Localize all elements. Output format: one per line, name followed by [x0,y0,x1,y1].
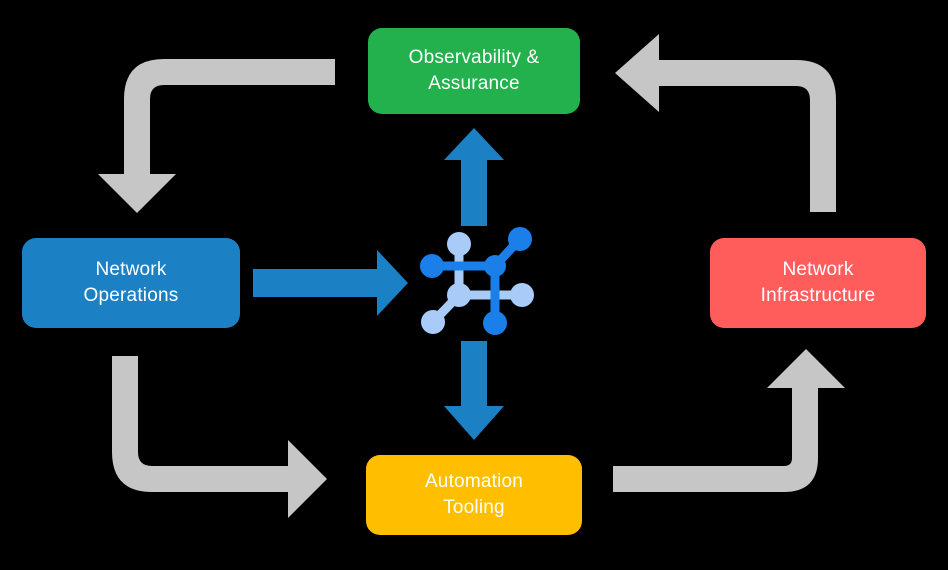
arrow-observability-to-operations [98,59,335,213]
network-icon-secondary-nodes [421,232,534,334]
arrow-center-to-automation [444,341,504,440]
node-automation-tooling[interactable]: Automation Tooling [366,455,582,535]
node-observability-label: Observability & Assurance [408,47,540,94]
arrow-automation-to-infrastructure [613,349,845,492]
network-icon-primary-edges [427,234,525,328]
arrow-infrastructure-to-observability [615,34,836,212]
network-icon-secondary-edges [428,239,527,327]
node-infrastructure-label: Network Infrastructure [760,259,876,306]
node-network-infrastructure[interactable]: Network Infrastructure [710,238,926,328]
node-observability-assurance[interactable]: Observability & Assurance [368,28,580,114]
node-operations-label: Network Operations [83,259,179,306]
arrow-center-to-observability [444,128,504,226]
arrow-operations-to-automation [112,356,327,518]
node-automation-label: Automation Tooling [424,471,524,518]
node-network-operations[interactable]: Network Operations [22,238,240,328]
network-icon-primary-nodes [420,227,532,335]
arrow-operations-to-center [253,250,408,316]
